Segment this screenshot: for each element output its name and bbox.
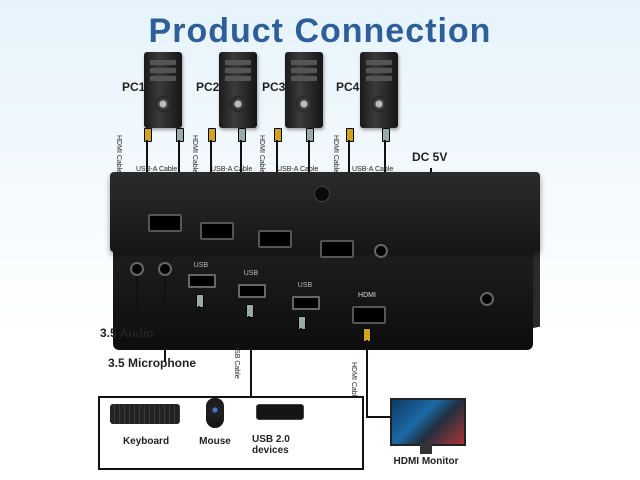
pc-power-icon <box>230 96 246 112</box>
monitor-icon <box>390 398 466 446</box>
hdmi-cable <box>366 340 368 418</box>
usb-drive-icon <box>256 404 304 420</box>
usb-plug-icon <box>176 128 184 142</box>
side-port <box>480 292 494 306</box>
usb-plug-icon <box>306 128 314 142</box>
hdmi-cable-label: HDMI Cable <box>115 135 122 174</box>
pc2-tower <box>219 52 257 128</box>
mouse-icon <box>206 398 224 428</box>
usb-a-cable <box>308 140 310 180</box>
hdmi-plug-icon <box>144 128 152 142</box>
hdmi-plug-icon <box>208 128 216 142</box>
pc4-label: PC4 <box>336 80 360 94</box>
usb-port-label: USB <box>193 262 209 269</box>
usb-port-label: USB <box>243 270 259 277</box>
hdmi-output-port <box>352 306 386 324</box>
kvm-switch-body <box>110 172 540 252</box>
usb-a-cable <box>384 140 386 180</box>
pc-power-icon <box>155 96 171 112</box>
kvm-front-panel <box>113 250 533 350</box>
usb-a-cable <box>178 140 180 180</box>
usb-cable <box>248 316 250 332</box>
hdmi-input-port-2 <box>200 222 234 240</box>
audio-callout-line <box>136 276 138 312</box>
pc3-label: PC3 <box>262 80 286 94</box>
hdmi-cable-label: HDMI Cable <box>258 135 265 174</box>
hdmi-monitor-label: HDMI Monitor <box>393 456 459 467</box>
pc-power-icon <box>296 96 312 112</box>
pc2-label: PC2 <box>196 80 220 94</box>
hdmi-cable <box>366 416 392 418</box>
usb-plug-icon <box>298 316 306 330</box>
usb-plug-icon <box>196 294 204 308</box>
hdmi-output-label: HDMI <box>358 292 376 299</box>
audio-label: 3.5 Audio <box>100 326 154 340</box>
hdmi-input-port-3 <box>258 230 292 248</box>
usb-a-cable-label: USB-A Cable <box>277 166 319 173</box>
usb-plug-icon <box>238 128 246 142</box>
hdmi-cable <box>210 140 212 180</box>
hdmi-cable-label: HDMI Cable <box>332 135 339 174</box>
hdmi-input-port-1 <box>148 214 182 232</box>
audio-callout-line <box>130 312 140 314</box>
hdmi-cable <box>146 140 148 180</box>
usb-cable <box>300 328 302 346</box>
usb-plug-icon <box>382 128 390 142</box>
hdmi-plug-icon <box>346 128 354 142</box>
hdmi-cable-label: HDMI Cable <box>350 362 357 401</box>
usb-plug-icon <box>246 304 254 318</box>
keyboard-label: Keyboard <box>122 436 170 447</box>
monitor-stand <box>420 444 432 454</box>
pc3-tower <box>285 52 323 128</box>
usb-port-3 <box>292 296 320 310</box>
usb-port-label: USB <box>297 282 313 289</box>
hdmi-plug-icon <box>274 128 282 142</box>
microphone-jack <box>158 262 172 276</box>
pc4-tower <box>360 52 398 128</box>
hdmi-cable <box>348 140 350 180</box>
hdmi-cable-label: HDMI Cable <box>191 135 198 174</box>
usb-cable <box>198 306 200 332</box>
dc-power-port <box>374 244 388 258</box>
page-title: Product Connection <box>148 12 492 50</box>
hdmi-input-port-4 <box>320 240 354 258</box>
mic-callout-line <box>164 276 166 362</box>
usb-a-cable-label: USB-A Cable <box>211 166 253 173</box>
audio-jack <box>130 262 144 276</box>
usb-a-cable-label: USB-A Cable <box>136 166 178 173</box>
microphone-label: 3.5 Microphone <box>108 356 197 370</box>
mouse-label: Mouse <box>199 436 231 447</box>
usb-port-1 <box>188 274 216 288</box>
pc1-tower <box>144 52 182 128</box>
pc1-label: PC1 <box>122 80 146 94</box>
usb-a-cable <box>240 140 242 180</box>
pc-power-icon <box>371 96 387 112</box>
dc-power-label: DC 5V <box>412 150 448 164</box>
switch-button[interactable] <box>314 186 330 202</box>
usb-devices-label: USB 2.0 devices <box>252 434 290 456</box>
usb-a-cable-label: USB-A Cable <box>352 166 394 173</box>
usb-cable <box>250 332 252 396</box>
hdmi-cable <box>276 140 278 180</box>
usb-port-2 <box>238 284 266 298</box>
usb-cable-label: USB Cable <box>233 344 240 379</box>
keyboard-icon <box>110 404 180 424</box>
